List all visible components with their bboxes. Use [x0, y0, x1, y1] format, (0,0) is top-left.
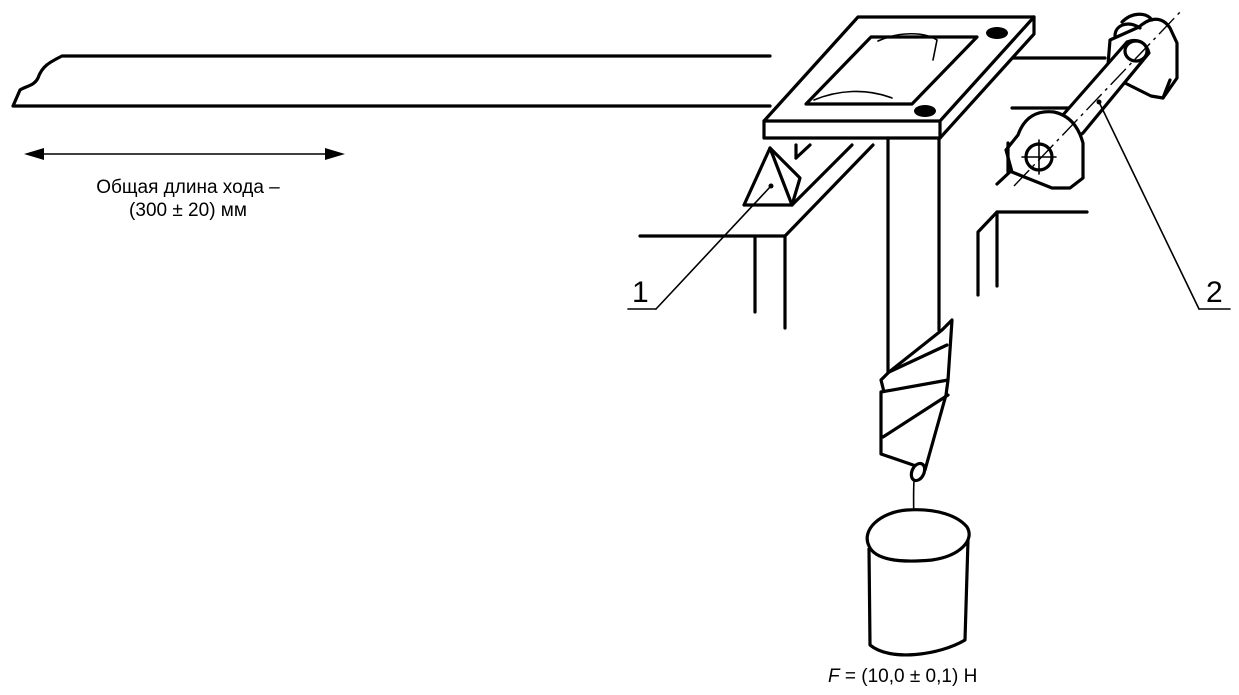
callout-1-label: 1 — [632, 276, 649, 309]
force-value: = (10,0 ± 0,1) Н — [844, 666, 978, 687]
left-table — [638, 234, 787, 330]
sled-plate — [762, 15, 1036, 140]
stroke-length-line1: Общая длина хода – — [96, 177, 280, 198]
callout-2-leader — [1096, 99, 1231, 310]
callout-2-label: 2 — [1206, 276, 1223, 309]
support-prism — [742, 146, 802, 207]
stroke-length-label: Общая длина хода – (300 ± 20) мм — [60, 176, 316, 222]
hanging-weight-assembly — [865, 136, 971, 657]
callout-1-leader — [627, 183, 774, 310]
force-symbol: F — [828, 666, 840, 687]
stroke-dimension-arrow — [24, 148, 345, 160]
force-label: F = (10,0 ± 0,1) Н — [828, 666, 977, 688]
shaft-with-bearings — [1004, 9, 1183, 190]
slider-frame — [783, 143, 875, 238]
stroke-length-line2: (300 ± 20) мм — [129, 200, 247, 221]
